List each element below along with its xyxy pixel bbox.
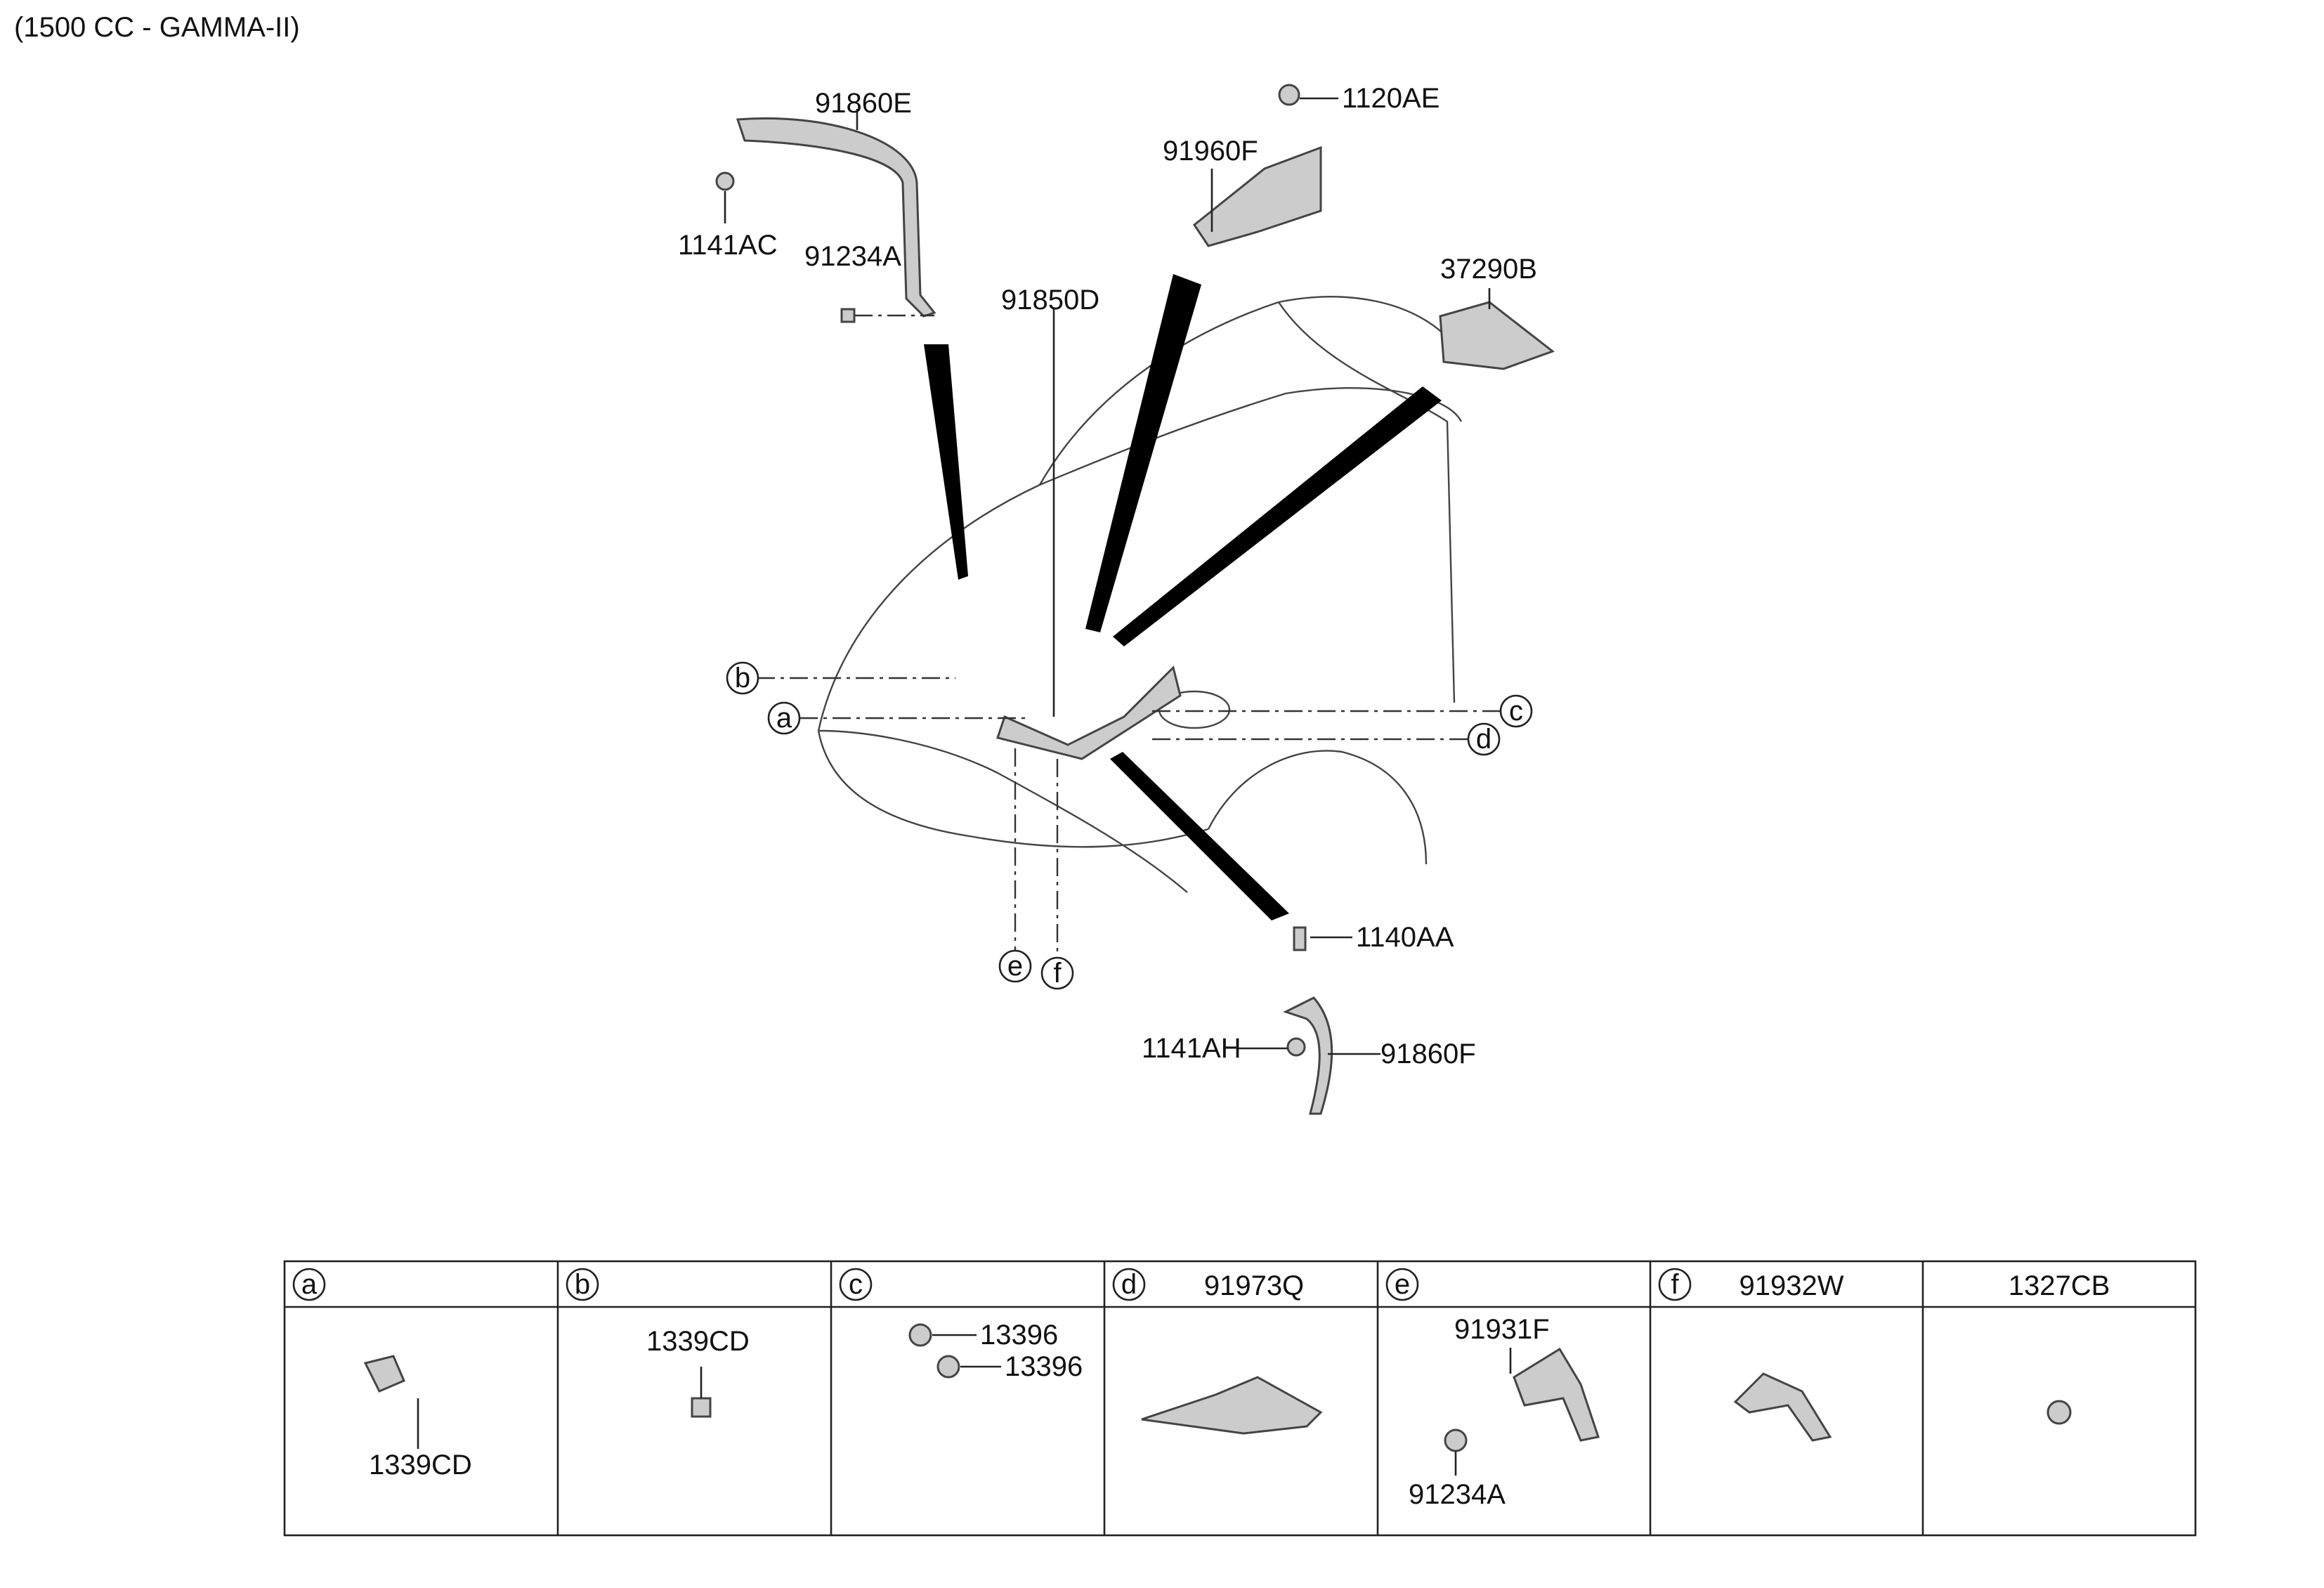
part-91234a: 91234A — [804, 241, 934, 323]
svg-text:1327CB: 1327CB — [2009, 1270, 2110, 1301]
car-outline — [817, 296, 1463, 893]
svg-text:13396: 13396 — [1005, 1351, 1083, 1382]
svg-text:1140AA: 1140AA — [1356, 922, 1454, 953]
svg-text:e: e — [1007, 951, 1023, 982]
svg-text:91850D: 91850D — [1001, 285, 1099, 315]
svg-text:1141AH: 1141AH — [1142, 1033, 1241, 1064]
svg-text:91860E: 91860E — [815, 88, 912, 119]
svg-text:91234A: 91234A — [1409, 1479, 1506, 1510]
callout-b: b — [726, 661, 955, 695]
part-1120ae: 1120AE — [1278, 83, 1440, 114]
part-1140aa: 1140AA — [1293, 922, 1454, 953]
parts-table: a b c d e f 91973Q 91932W 1327CB 1339CD … — [283, 1260, 2197, 1537]
callout-wedges — [924, 274, 1442, 920]
svg-text:c: c — [1509, 696, 1523, 727]
svg-text:91931F: 91931F — [1454, 1314, 1550, 1345]
callout-d: d — [1152, 722, 1501, 756]
part-1141ah: 1141AH — [1142, 1033, 1306, 1064]
svg-text:37290B: 37290B — [1440, 254, 1537, 285]
part-37290b: 37290B — [1439, 254, 1555, 370]
svg-text:1141AC: 1141AC — [678, 230, 778, 261]
svg-text:1339CD: 1339CD — [646, 1326, 750, 1357]
svg-text:f: f — [1053, 958, 1062, 989]
svg-text:91932W: 91932W — [1739, 1270, 1844, 1301]
svg-text:a: a — [776, 703, 792, 734]
svg-text:c: c — [849, 1269, 863, 1300]
svg-text:b: b — [735, 663, 750, 694]
callout-f: f — [1040, 759, 1074, 990]
svg-text:d: d — [1476, 724, 1491, 755]
part-91850d: 91850D — [996, 285, 1182, 760]
svg-text:13396: 13396 — [980, 1320, 1058, 1351]
svg-text:91234A: 91234A — [804, 241, 901, 272]
part-91860e: 91860E — [736, 88, 936, 318]
callout-e: e — [998, 748, 1032, 983]
svg-text:a: a — [301, 1269, 318, 1300]
part-91960f: 91960F — [1163, 136, 1322, 247]
svg-text:91973Q: 91973Q — [1204, 1270, 1304, 1301]
callout-a: a — [767, 701, 1026, 735]
svg-text:1120AE: 1120AE — [1342, 83, 1440, 114]
svg-text:f: f — [1671, 1269, 1679, 1300]
svg-text:1339CD: 1339CD — [369, 1450, 472, 1480]
svg-text:d: d — [1121, 1269, 1137, 1300]
callout-c: c — [1152, 694, 1533, 728]
svg-text:91960F: 91960F — [1163, 136, 1258, 167]
engine-label: (1500 CC - GAMMA-II) — [14, 12, 300, 43]
part-91860f: 91860F — [1283, 996, 1476, 1115]
part-1141ac: 1141AC — [678, 171, 778, 261]
svg-text:b: b — [575, 1269, 590, 1300]
svg-text:91860F: 91860F — [1380, 1039, 1476, 1069]
svg-text:e: e — [1395, 1269, 1410, 1300]
